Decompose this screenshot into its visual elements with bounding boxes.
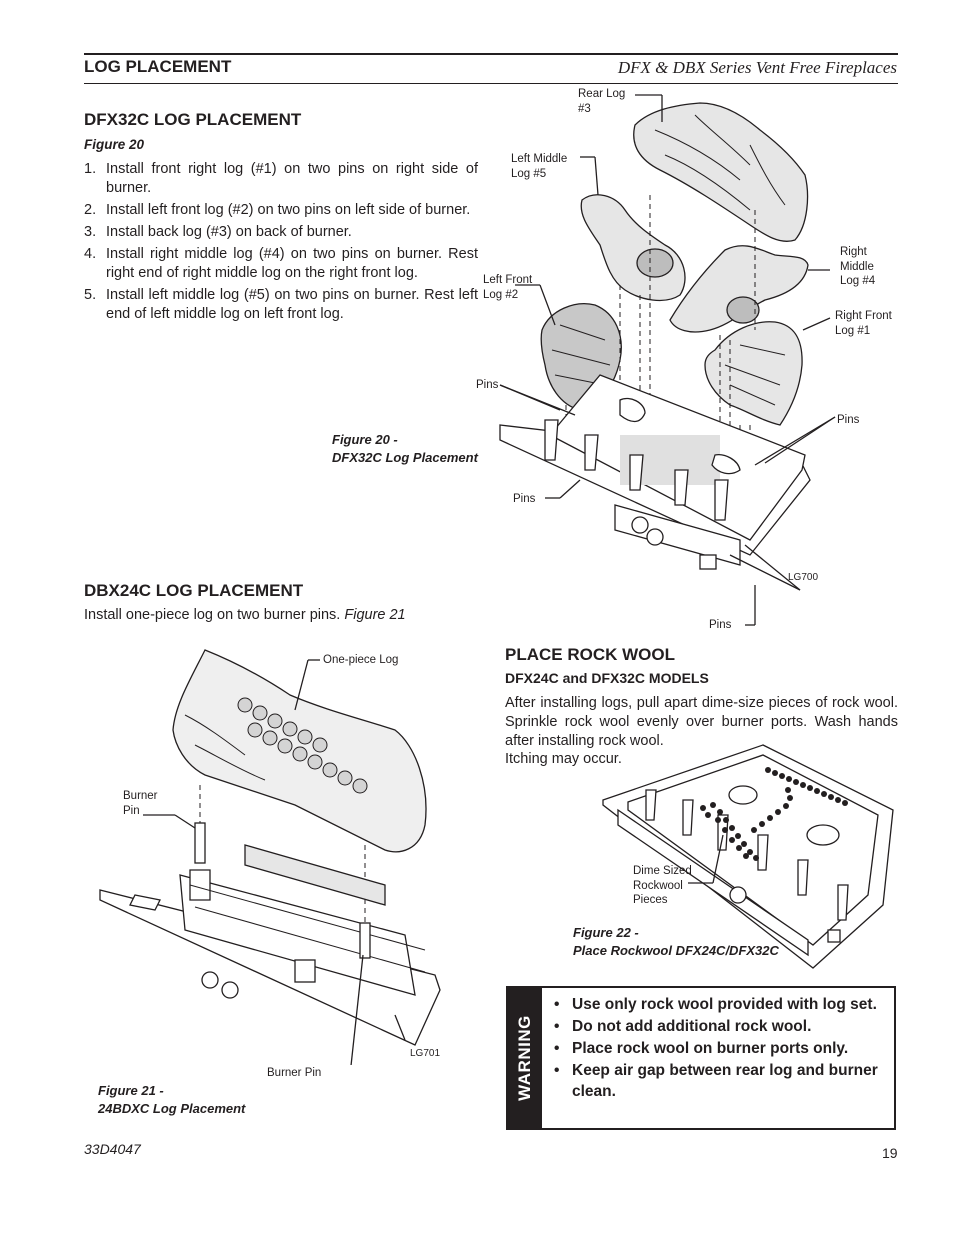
label-rear-log: Rear Log #3	[578, 88, 626, 115]
document-number: 33D4047	[84, 1141, 141, 1157]
left-middle-log-5	[580, 194, 686, 302]
header-top-rule	[84, 53, 898, 55]
page-number: 19	[882, 1145, 898, 1161]
right-front-log-1	[704, 321, 803, 426]
figure-20-reference: Figure 20	[84, 137, 145, 152]
step-item: 2.Install left front log (#2) on two pin…	[84, 202, 471, 218]
dbx24c-heading: DBX24C LOG PLACEMENT	[84, 581, 304, 600]
dbx24c-instruction: Install one-piece log on two burner pins…	[84, 607, 406, 623]
header-bottom-rule	[84, 83, 898, 84]
label-pins-lower: Pins	[709, 619, 732, 631]
warning-list: •Use only rock wool provided with log se…	[550, 994, 886, 1103]
dfx32c-heading: DFX32C LOG PLACEMENT	[84, 110, 302, 129]
figure-20-caption: Figure 20 - DFX32C Log Placement	[332, 432, 478, 465]
rear-log-3	[633, 102, 809, 242]
label-burner-pin-top: Burner Pin	[123, 790, 158, 817]
label-dime-sized-rockwool: Dime Sized Rockwool Pieces	[633, 865, 692, 906]
label-right-front-log: Right Front Log #1	[835, 310, 892, 337]
label-lg701: LG701	[410, 1048, 441, 1059]
label-pins-right: Pins	[837, 414, 860, 426]
document-title: DFX & DBX Series Vent Free Fireplaces	[617, 58, 897, 77]
rockwool-instructions: After installing logs, pull apart dime-s…	[505, 695, 898, 749]
label-lg700: LG700	[788, 572, 819, 583]
figure-21-caption: Figure 21 - 24BDXC Log Placement	[98, 1083, 246, 1116]
label-left-middle-log: Left Middle Log #5	[511, 153, 568, 180]
right-middle-log-4	[669, 245, 809, 333]
rockwool-heading: PLACE ROCK WOOL	[505, 645, 675, 664]
warning-item: •Do not add additional rock wool.	[554, 1018, 812, 1035]
step-item: 5.Install left middle log (#5) on two pi…	[84, 287, 478, 322]
figure-21-log-illustration	[99, 649, 441, 1065]
figure-20-log-illustration	[499, 94, 836, 626]
warning-item: •Place rock wool on burner ports only.	[554, 1040, 849, 1057]
label-burner-pin-bottom: Burner Pin	[267, 1067, 322, 1079]
step-item: 1.Install front right log (#1) on two pi…	[84, 161, 478, 196]
figure-22-rockwool-illustration	[602, 744, 894, 969]
warning-label: WARNING	[515, 1015, 534, 1101]
warning-box: WARNING •Use only rock wool provided wit…	[506, 986, 896, 1130]
step-item: 4.Install right middle log (#4) on two p…	[84, 246, 478, 281]
warning-side-bar: WARNING	[508, 988, 542, 1128]
label-one-piece-log: One-piece Log	[323, 654, 399, 666]
section-title: LOG PLACEMENT	[84, 57, 232, 76]
warning-item: •Use only rock wool provided with log se…	[554, 996, 877, 1013]
rockwool-itching-note: Itching may occur.	[505, 751, 622, 767]
warning-item: •Keep air gap between rear log and burne…	[554, 1062, 878, 1100]
label-pins-bottom: Pins	[513, 493, 536, 505]
label-left-front-log: Left Front Log #2	[483, 274, 533, 301]
dfx32c-steps: 1.Install front right log (#1) on two pi…	[84, 160, 478, 327]
label-pins-left: Pins	[476, 379, 499, 391]
figure-22-caption: Figure 22 - Place Rockwool DFX24C/DFX32C	[573, 925, 779, 958]
label-right-middle-log: Right Middle Log #4	[840, 246, 876, 287]
rockwool-subheading: DFX24C and DFX32C MODELS	[505, 670, 709, 686]
step-item: 3.Install back log (#3) on back of burne…	[84, 224, 352, 240]
